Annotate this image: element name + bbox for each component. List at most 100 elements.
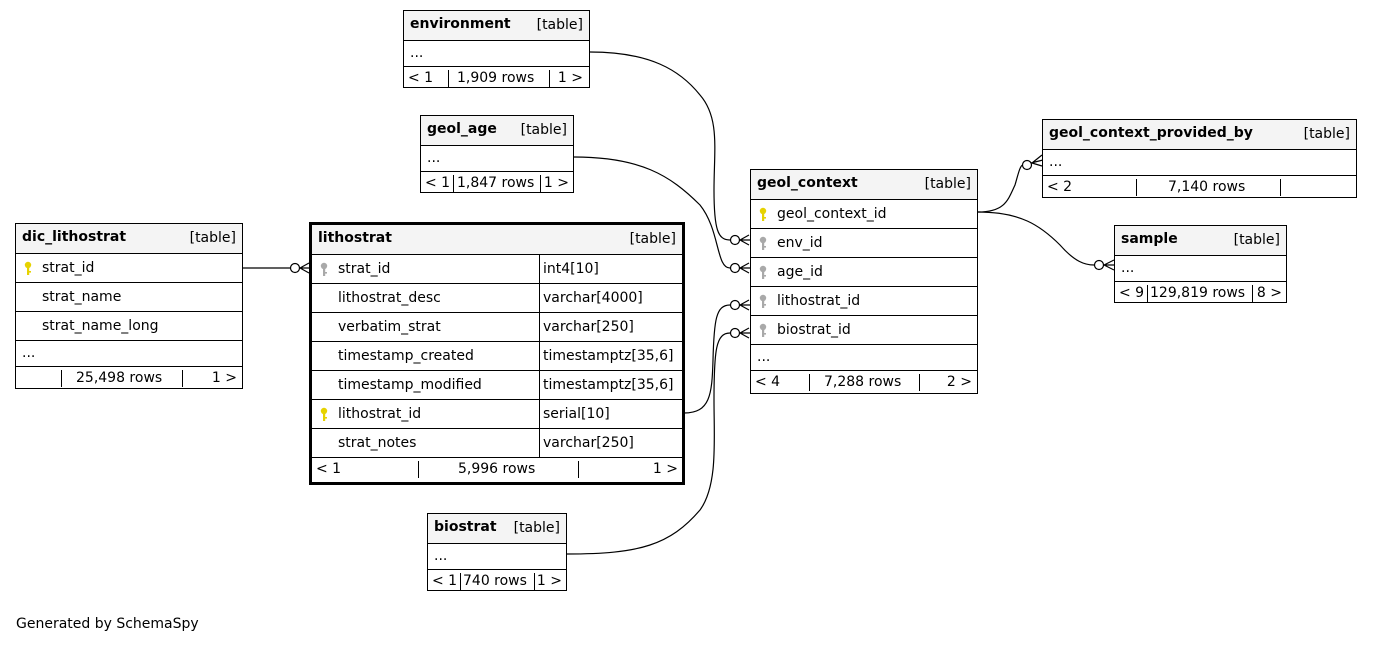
- column-type: int4[10]: [543, 261, 599, 277]
- ellipsis: ...: [427, 150, 441, 166]
- column-row: lithostrat_id: [751, 287, 977, 316]
- table-footer: 25,498 rows 1 >: [16, 367, 242, 390]
- foreign-key-icon: [758, 265, 768, 284]
- column-row: timestamp_modified timestamptz[35,6]: [312, 371, 682, 400]
- ellipsis-row: ...: [1043, 150, 1356, 176]
- table-biostrat[interactable]: biostrat [table] ... < 1 740 rows 1 >: [427, 513, 567, 591]
- column-name: strat_notes: [338, 435, 417, 451]
- children-count: 2 >: [946, 374, 972, 390]
- table-geol-context-provided-by[interactable]: geol_context_provided_by [table] ... < 2…: [1042, 119, 1357, 198]
- row-count: 25,498 rows: [76, 370, 163, 386]
- primary-key-icon: [23, 261, 33, 280]
- column-row: geol_context_id: [751, 200, 977, 229]
- table-kind: [table]: [924, 176, 971, 192]
- column-row: lithostrat_id serial[10]: [312, 400, 682, 429]
- column-row: strat_name: [16, 283, 242, 312]
- column-row: strat_id: [16, 254, 242, 283]
- relation-biostrat-geol-context: [566, 332, 731, 555]
- column-row: lithostrat_desc varchar[4000]: [312, 284, 682, 313]
- ellipsis: ...: [1049, 154, 1063, 170]
- column-name: lithostrat_desc: [338, 290, 441, 306]
- table-name: environment: [410, 16, 511, 32]
- table-header: geol_context_provided_by [table]: [1043, 120, 1356, 150]
- children-count: 1 >: [543, 175, 569, 191]
- ellipsis-row: ...: [421, 146, 573, 172]
- column-name: geol_context_id: [777, 206, 887, 222]
- column-type: varchar[250]: [543, 319, 634, 335]
- table-lithostrat[interactable]: lithostrat [table] strat_id int4[10] lit…: [309, 222, 685, 485]
- table-header: geol_age [table]: [421, 116, 573, 146]
- ellipsis: ...: [410, 45, 424, 61]
- ellipsis: ...: [434, 548, 448, 564]
- row-count: 129,819 rows: [1150, 285, 1246, 301]
- ellipsis-row: ...: [16, 341, 242, 367]
- table-header: environment [table]: [404, 11, 589, 41]
- column-row: verbatim_strat varchar[250]: [312, 313, 682, 342]
- generated-by-credit: Generated by SchemaSpy: [16, 616, 199, 632]
- relation-geol-context-provided-by: [977, 164, 1024, 213]
- row-count: 5,996 rows: [458, 461, 536, 477]
- parents-count: < 2: [1047, 179, 1073, 195]
- row-count: 7,288 rows: [824, 374, 902, 390]
- column-row: timestamp_created timestamptz[35,6]: [312, 342, 682, 371]
- column-type: varchar[4000]: [543, 290, 643, 306]
- table-geol-context[interactable]: geol_context [table] geol_context_id env…: [750, 169, 978, 394]
- column-name: timestamp_created: [338, 348, 474, 364]
- table-name: sample: [1121, 231, 1178, 247]
- table-name: geol_context_provided_by: [1049, 125, 1253, 141]
- children-count: 1 >: [211, 370, 237, 386]
- table-name: dic_lithostrat: [22, 229, 127, 245]
- column-type: serial[10]: [543, 406, 610, 422]
- table-kind: [table]: [520, 122, 567, 138]
- parents-count: < 9: [1119, 285, 1145, 301]
- column-name: lithostrat_id: [777, 293, 861, 309]
- column-name: strat_id: [42, 260, 95, 276]
- parents-count: < 1: [425, 175, 451, 191]
- column-name: timestamp_modified: [338, 377, 482, 393]
- table-header: sample [table]: [1115, 226, 1286, 256]
- foreign-key-icon: [319, 262, 329, 281]
- ellipsis-row: ...: [404, 41, 589, 67]
- column-type: varchar[250]: [543, 435, 634, 451]
- table-name: geol_context: [757, 175, 858, 191]
- column-name: biostrat_id: [777, 322, 851, 338]
- children-count: 1 >: [652, 461, 678, 477]
- column-type: timestamptz[35,6]: [543, 348, 674, 364]
- foreign-key-icon: [758, 236, 768, 255]
- column-name: env_id: [777, 235, 823, 251]
- table-footer: < 1 5,996 rows 1 >: [312, 458, 682, 481]
- table-footer: < 1 740 rows 1 >: [428, 570, 566, 593]
- column-name: age_id: [777, 264, 823, 280]
- table-sample[interactable]: sample [table] ... < 9 129,819 rows 8 >: [1114, 225, 1287, 303]
- foreign-key-icon: [758, 323, 768, 342]
- table-geol-age[interactable]: geol_age [table] ... < 1 1,847 rows 1 >: [420, 115, 574, 193]
- column-name: lithostrat_id: [338, 406, 422, 422]
- parents-count: < 1: [408, 70, 434, 86]
- children-count: 1 >: [557, 70, 583, 86]
- row-count: 1,909 rows: [457, 70, 535, 86]
- parents-count: < 4: [755, 374, 781, 390]
- relation-geol-context-sample: [977, 211, 1095, 266]
- ellipsis-row: ...: [751, 345, 977, 371]
- column-name: verbatim_strat: [338, 319, 441, 335]
- ellipsis: ...: [22, 345, 36, 361]
- column-name: strat_name_long: [42, 318, 159, 334]
- ellipsis: ...: [1121, 260, 1135, 276]
- column-name: strat_id: [338, 261, 391, 277]
- table-dic-lithostrat[interactable]: dic_lithostrat [table] strat_id strat_na…: [15, 223, 243, 389]
- column-row: env_id: [751, 229, 977, 258]
- table-environment[interactable]: environment [table] ... < 1 1,909 rows 1…: [403, 10, 590, 88]
- column-row: strat_name_long: [16, 312, 242, 341]
- column-row: biostrat_id: [751, 316, 977, 345]
- table-footer: < 9 129,819 rows 8 >: [1115, 282, 1286, 305]
- table-kind: [table]: [1303, 126, 1350, 142]
- children-count: 1 >: [536, 573, 562, 589]
- foreign-key-icon: [758, 294, 768, 313]
- row-count: 7,140 rows: [1168, 179, 1246, 195]
- ellipsis-row: ...: [428, 544, 566, 570]
- table-footer: < 4 7,288 rows 2 >: [751, 371, 977, 394]
- row-count: 740 rows: [463, 573, 527, 589]
- parents-count: < 1: [316, 461, 342, 477]
- table-header: dic_lithostrat [table]: [16, 224, 242, 254]
